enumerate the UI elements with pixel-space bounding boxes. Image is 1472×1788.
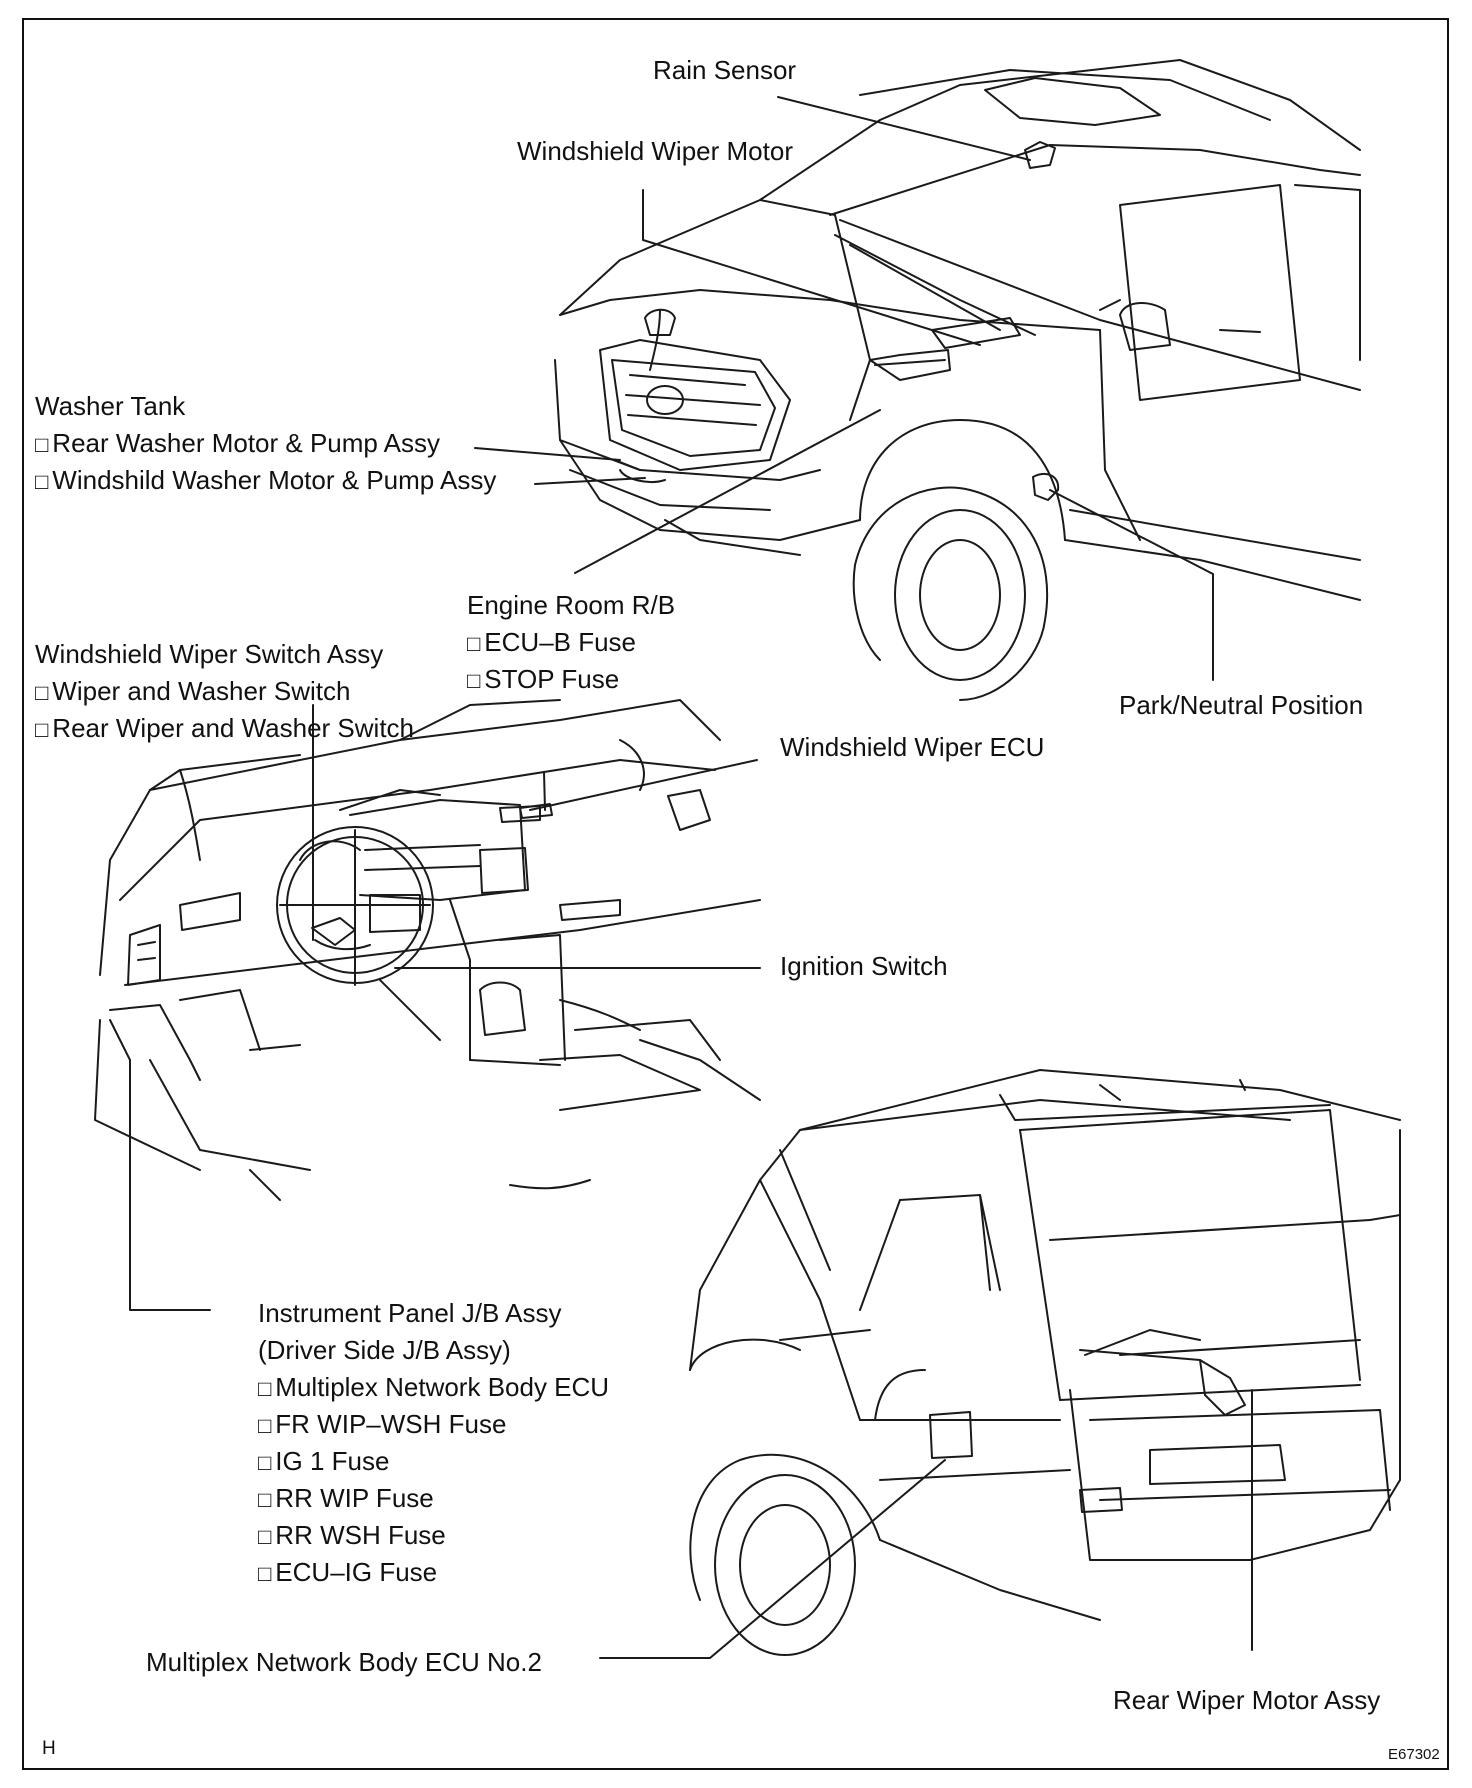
- rear-wiper-motor-assy-label: Rear Wiper Motor Assy: [1113, 1685, 1381, 1715]
- ecu-ig-fuse-item: ECU–IG Fuse: [258, 1554, 437, 1592]
- wiper-switch-assy-title: Windshield Wiper Switch Assy: [35, 639, 384, 669]
- leader-lines: [129, 96, 1253, 1659]
- washer-tank-title: Washer Tank: [35, 391, 186, 421]
- rear-washer-motor-item: Rear Washer Motor & Pump Assy: [35, 425, 440, 463]
- front-vehicle-drawing: [554, 59, 1361, 701]
- instrument-panel-jb-title: Instrument Panel J/B Assy: [258, 1298, 562, 1328]
- instrument-panel-jb-subtitle: (Driver Side J/B Assy): [258, 1335, 511, 1365]
- diagram-frame: [22, 18, 1449, 1770]
- ignition-switch-label: Ignition Switch: [780, 951, 948, 981]
- rain-sensor-label: Rain Sensor: [653, 55, 797, 85]
- ig1-fuse-item: IG 1 Fuse: [258, 1443, 389, 1481]
- windshield-wiper-motor-label: Windshield Wiper Motor: [517, 136, 793, 166]
- footer-left-code: H: [42, 1738, 56, 1759]
- rr-wip-fuse-item: RR WIP Fuse: [258, 1480, 433, 1518]
- interior-dashboard-drawing: [94, 699, 761, 1201]
- engine-room-rb-title: Engine Room R/B: [467, 590, 676, 620]
- windshield-washer-motor-item: Windshild Washer Motor & Pump Assy: [35, 462, 496, 500]
- multiplex-ecu-no2-label: Multiplex Network Body ECU No.2: [146, 1647, 542, 1677]
- park-neutral-position-label: Park/Neutral Position: [1119, 690, 1364, 720]
- rr-wsh-fuse-item: RR WSH Fuse: [258, 1517, 445, 1555]
- fr-wip-wsh-fuse-item: FR WIP–WSH Fuse: [258, 1406, 506, 1444]
- windshield-wiper-ecu-label: Windshield Wiper ECU: [780, 732, 1045, 762]
- multiplex-network-body-ecu-item: Multiplex Network Body ECU: [258, 1369, 609, 1407]
- figure-id: E67302: [1388, 1746, 1440, 1763]
- ecu-b-fuse-item: ECU–B Fuse: [467, 624, 636, 662]
- rear-wiper-washer-switch-item: Rear Wiper and Washer Switch: [35, 710, 414, 748]
- wiper-washer-switch-item: Wiper and Washer Switch: [35, 673, 350, 711]
- stop-fuse-item: STOP Fuse: [467, 661, 619, 699]
- rear-vehicle-drawing: [689, 1069, 1401, 1656]
